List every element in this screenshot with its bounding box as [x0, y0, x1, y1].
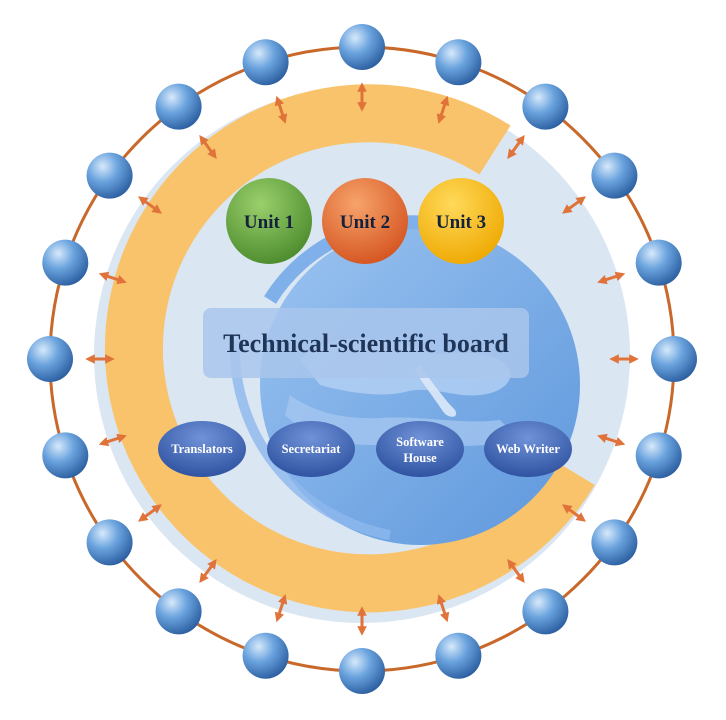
- double-arrow-9: [507, 559, 525, 583]
- service-web-writer: Web Writer: [484, 421, 572, 477]
- ring-node-16: [27, 336, 73, 382]
- ring-node-6: [651, 336, 697, 382]
- service-software-house-label-line1: Software: [396, 435, 444, 449]
- ring-arrows: [85, 82, 639, 636]
- double-arrow-5: [597, 271, 626, 285]
- double-arrow-14: [138, 504, 162, 522]
- ring-node-9: [522, 588, 569, 635]
- ring-node-4: [591, 152, 638, 199]
- ring-node-14: [86, 519, 133, 566]
- double-arrow-8: [562, 504, 586, 522]
- unit-2-label: Unit 2: [340, 212, 390, 233]
- ring-node-19: [155, 83, 202, 130]
- service-secretariat: Secretariat: [267, 421, 355, 477]
- service-translators: Translators: [158, 421, 246, 477]
- ring-node-18: [86, 152, 133, 199]
- ring-node-20: [242, 39, 289, 86]
- service-software-house: Software House: [376, 421, 464, 477]
- unit-3-label: Unit 3: [436, 212, 486, 233]
- ring-node-11: [339, 648, 385, 694]
- technical-scientific-board: Technical-scientific board: [203, 308, 529, 378]
- service-translators-label: Translators: [171, 442, 233, 456]
- double-arrow-19: [199, 135, 217, 159]
- ring-node-1: [339, 24, 385, 70]
- double-arrow-4: [562, 196, 586, 214]
- ring-node-8: [591, 519, 638, 566]
- ring-node-10: [435, 632, 482, 679]
- orange-arc: [104, 84, 595, 613]
- double-arrow-7: [597, 433, 626, 447]
- unit-3: Unit 3: [418, 178, 504, 264]
- ring-node-13: [155, 588, 202, 635]
- double-arrow-10: [436, 594, 450, 623]
- double-arrow-20: [274, 95, 288, 124]
- unit-1: Unit 1: [226, 178, 312, 264]
- double-arrow-17: [98, 271, 127, 285]
- service-secretariat-label: Secretariat: [282, 442, 342, 456]
- ring-node-3: [522, 83, 569, 130]
- unit-1-label: Unit 1: [244, 212, 294, 233]
- board-label: Technical-scientific board: [223, 329, 509, 358]
- unit-2: Unit 2: [322, 178, 408, 264]
- ring-node-15: [42, 432, 89, 479]
- double-arrow-13: [199, 559, 217, 583]
- double-arrow-3: [507, 135, 525, 159]
- service-web-writer-label: Web Writer: [496, 442, 560, 456]
- double-arrow-2: [436, 95, 450, 124]
- ring-node-7: [635, 432, 682, 479]
- double-arrow-18: [138, 196, 162, 214]
- double-arrow-15: [98, 433, 127, 447]
- service-software-house-label-line2: House: [403, 451, 437, 465]
- ring-node-12: [242, 632, 289, 679]
- ring-nodes: [27, 24, 697, 694]
- ring-node-17: [42, 239, 89, 286]
- ring-node-2: [435, 39, 482, 86]
- double-arrow-12: [274, 594, 288, 623]
- ring-node-5: [635, 239, 682, 286]
